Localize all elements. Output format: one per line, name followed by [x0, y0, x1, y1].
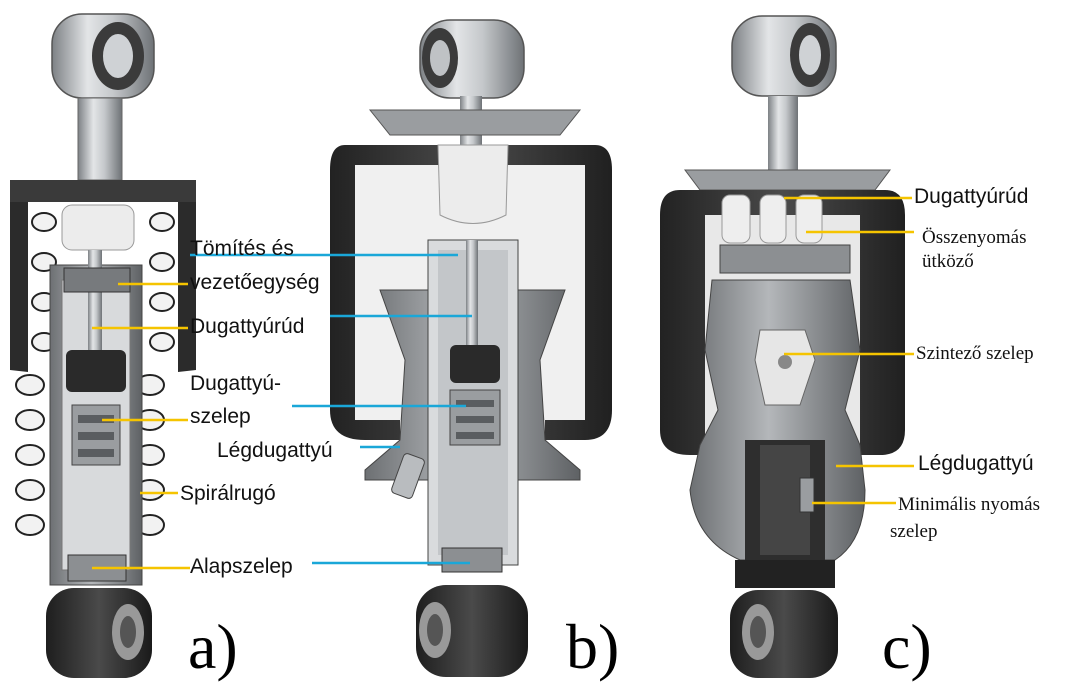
- panel-letter-b: b): [566, 611, 619, 682]
- label-base-valve: Alapszelep: [190, 555, 293, 578]
- label-piston-rod-c: Dugattyúrúd: [914, 185, 1028, 208]
- label-min-pressure-valve-1: Minimális nyomás: [898, 494, 1040, 515]
- label-seal-guide-2: vezetőegység: [190, 271, 320, 294]
- labels: Tömítés és vezetőegység Dugattyúrúd Duga…: [180, 185, 1040, 578]
- label-coil-spring: Spirálrugó: [180, 482, 276, 505]
- panel-b-illustration: [330, 19, 612, 677]
- panel-letter-c: c): [882, 611, 932, 682]
- label-min-pressure-valve-2: szelep: [890, 521, 937, 542]
- panel-c-illustration: [660, 15, 905, 678]
- label-seal-guide-1: Tömítés és: [190, 237, 294, 260]
- panel-a-illustration: [10, 13, 196, 678]
- panel-letter-a: a): [188, 611, 238, 682]
- label-air-piston-b: Légdugattyú: [217, 439, 333, 462]
- panel-letters: a) b) c): [188, 611, 932, 682]
- label-piston-rod-a: Dugattyúrúd: [190, 315, 304, 338]
- leader-lines: [92, 196, 914, 570]
- label-compression-stop-1: Összenyomás: [922, 227, 1026, 248]
- label-piston-valve-2: szelep: [190, 405, 251, 428]
- label-piston-valve-1: Dugattyú-: [190, 372, 281, 395]
- label-levelling-valve: Szintező szelep: [916, 343, 1034, 364]
- label-air-piston-c: Légdugattyú: [918, 452, 1034, 475]
- label-compression-stop-2: ütköző: [922, 251, 974, 272]
